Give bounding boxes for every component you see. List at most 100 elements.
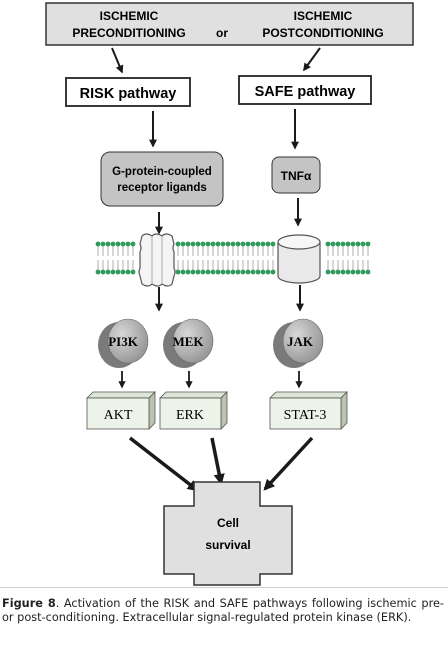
- lipid-head: [110, 241, 116, 247]
- lipid-head: [215, 269, 221, 275]
- lipid-head: [360, 241, 366, 247]
- lipid-head: [255, 241, 261, 247]
- stat3-box: STAT-3: [269, 391, 348, 430]
- lipid-head: [230, 269, 236, 275]
- pathway-diagram: ISCHEMIC PRECONDITIONING or ISCHEMIC POS…: [45, 2, 414, 586]
- lipid-head: [125, 269, 131, 275]
- arrow-post-to-safe: [303, 47, 321, 72]
- lipid-head: [340, 241, 346, 247]
- mek-kinase: MEK: [163, 318, 214, 368]
- or-connector: or: [216, 26, 228, 40]
- lipid-head: [225, 241, 231, 247]
- lipid-head: [250, 269, 256, 275]
- lipid-head: [325, 241, 331, 247]
- lipid-head: [225, 269, 231, 275]
- lipid-head: [120, 269, 126, 275]
- lipid-head: [200, 241, 206, 247]
- lipid-head: [180, 269, 186, 275]
- jak-label: JAK: [287, 334, 314, 349]
- lipid-head: [330, 241, 336, 247]
- preconditioning-line1: ISCHEMIC: [100, 9, 159, 23]
- lipid-head: [105, 269, 111, 275]
- cell-label: Cell: [217, 516, 239, 530]
- lipid-head: [325, 269, 331, 275]
- gpcr-ligands-box: G-protein-coupled receptor ligands: [100, 151, 224, 207]
- lipid-head: [200, 269, 206, 275]
- arrow-pre-to-risk: [111, 47, 124, 74]
- lipid-head: [195, 241, 201, 247]
- lipid-head: [115, 269, 121, 275]
- pi3k-label: PI3K: [108, 334, 139, 349]
- lipid-head: [220, 269, 226, 275]
- lipid-head: [240, 269, 246, 275]
- akt-box: AKT: [86, 391, 156, 430]
- lipid-head: [270, 241, 276, 247]
- ligands-line2: receptor ligands: [117, 182, 206, 194]
- tnf-alpha-box: TNFα: [271, 156, 321, 194]
- lipid-head: [355, 269, 361, 275]
- lipid-head: [220, 241, 226, 247]
- lipid-head: [350, 241, 356, 247]
- figure-caption-text: . Activation of the RISK and SAFE pathwa…: [2, 597, 444, 624]
- jak-kinase: JAK: [273, 318, 324, 368]
- gpcr-receptor: [138, 233, 176, 287]
- cell-survival-cross: Cell survival: [163, 481, 293, 586]
- lipid-head: [345, 269, 351, 275]
- lipid-head: [100, 269, 106, 275]
- stat3-label: STAT-3: [284, 408, 327, 423]
- lipid-head: [365, 269, 371, 275]
- lipid-head: [250, 241, 256, 247]
- lipid-head: [185, 269, 191, 275]
- lipid-head: [205, 269, 211, 275]
- lipid-head: [175, 269, 181, 275]
- lipid-head: [335, 241, 341, 247]
- pi3k-kinase: PI3K: [98, 318, 149, 368]
- lipid-head: [210, 241, 216, 247]
- akt-label: AKT: [104, 408, 133, 423]
- risk-pathway-label: RISK pathway: [80, 86, 177, 102]
- lipid-head: [105, 241, 111, 247]
- lipid-head: [110, 269, 116, 275]
- lipid-head: [230, 241, 236, 247]
- lipid-head: [265, 241, 271, 247]
- lipid-head: [130, 269, 136, 275]
- lipid-head: [330, 269, 336, 275]
- lipid-head: [185, 241, 191, 247]
- lipid-head: [205, 241, 211, 247]
- lipid-head: [115, 241, 121, 247]
- lipid-head: [210, 269, 216, 275]
- lipid-head: [195, 269, 201, 275]
- lipid-head: [235, 241, 241, 247]
- lipid-head: [260, 241, 266, 247]
- lipid-head: [180, 241, 186, 247]
- tnf-receptor: [277, 234, 321, 284]
- risk-pathway-box: RISK pathway: [65, 77, 191, 107]
- postconditioning-line1: ISCHEMIC: [294, 9, 353, 23]
- lipid-head: [235, 269, 241, 275]
- lipid-head: [190, 269, 196, 275]
- lipid-head: [130, 241, 136, 247]
- lipid-head: [95, 241, 101, 247]
- lipid-head: [245, 269, 251, 275]
- figure-label: Figure 8: [2, 597, 56, 610]
- survival-label: survival: [205, 538, 250, 552]
- lipid-head: [175, 241, 181, 247]
- lipid-head: [350, 269, 356, 275]
- erk-box: ERK: [159, 391, 228, 430]
- cell-membrane: [95, 241, 373, 275]
- lipid-head: [360, 269, 366, 275]
- lipid-head: [345, 241, 351, 247]
- lipid-head: [270, 269, 276, 275]
- arrow-stat3-to-survival: [263, 436, 314, 491]
- mek-label: MEK: [172, 334, 204, 349]
- lipid-head: [355, 241, 361, 247]
- conditioning-box: ISCHEMIC PRECONDITIONING or ISCHEMIC POS…: [45, 2, 414, 46]
- lipid-head: [335, 269, 341, 275]
- lipid-head: [245, 241, 251, 247]
- arrow-erk-to-survival: [210, 437, 225, 486]
- lipid-head: [340, 269, 346, 275]
- tnf-alpha-label: TNFα: [281, 169, 312, 183]
- arrow-akt-to-survival: [128, 436, 199, 492]
- safe-pathway-label: SAFE pathway: [255, 84, 356, 100]
- lipid-head: [95, 269, 101, 275]
